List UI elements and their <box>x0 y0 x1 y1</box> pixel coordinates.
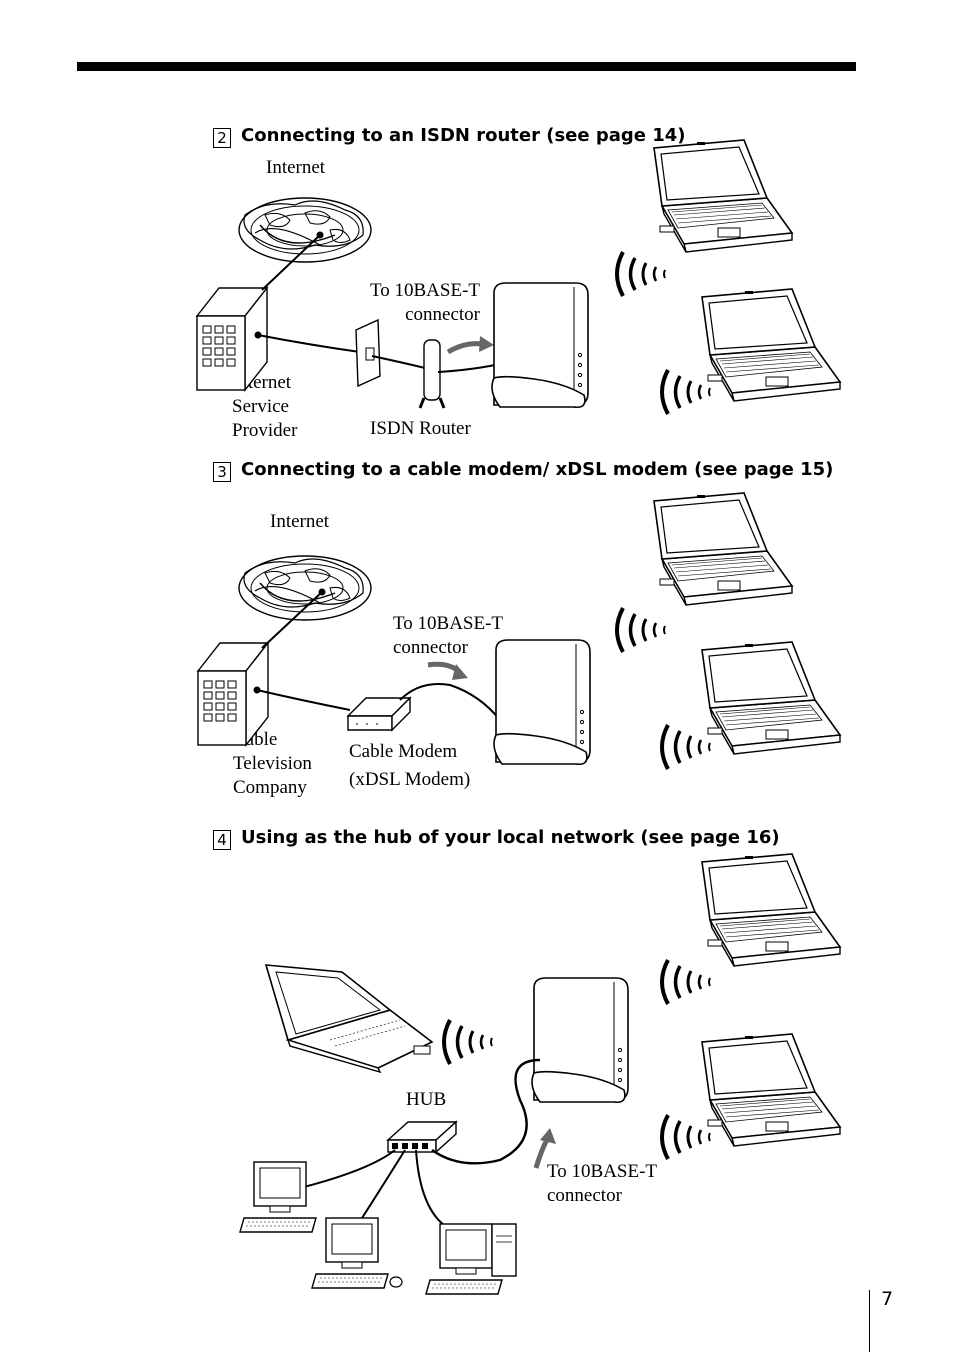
s4-diagram <box>239 853 841 1295</box>
page-number: 7 <box>881 1288 894 1310</box>
s4-waves-left-icon <box>442 1018 494 1066</box>
s4-desktop-1-icon <box>239 1161 317 1233</box>
section-3-number: 3 <box>213 462 231 482</box>
s4-hub-label: HUB <box>406 1089 447 1110</box>
s3-connector-label: To 10BASE-T connector <box>393 613 504 658</box>
s4-connector-label: To 10BASE-T connector <box>547 1161 658 1206</box>
s3-internet-label: Internet <box>270 511 330 532</box>
section-3-heading: Connecting to a cable modem/ xDSL modem … <box>241 459 834 480</box>
s4-large-laptop-icon <box>264 964 434 1074</box>
s4-laptop-1-icon <box>701 853 841 967</box>
section-3-title: 3 Connecting to a cable modem/ xDSL modem… <box>213 459 833 482</box>
s2-internet-label: Internet <box>266 157 326 178</box>
s2-diagram <box>196 139 841 416</box>
section-4-number: 4 <box>213 830 231 850</box>
section-2-heading: Connecting to an ISDN router (see page 1… <box>241 125 686 146</box>
s4-waves-1-icon <box>660 958 712 1006</box>
s4-station-icon <box>531 977 629 1104</box>
top-rule <box>77 62 856 71</box>
s4-mouse-icon <box>389 1276 403 1288</box>
s2-connector-label: To 10BASE-T connector <box>369 280 480 325</box>
s4-desktop-2-icon <box>311 1217 389 1289</box>
section-4-title: 4 Using as the hub of your local network … <box>213 827 780 850</box>
s4-waves-2-icon <box>660 1113 712 1161</box>
s3-diagram <box>197 492 841 771</box>
s2-device-label: ISDN Router <box>370 418 471 439</box>
section-2-number: 2 <box>213 128 231 148</box>
s4-hub-icon <box>386 1120 458 1154</box>
s4-laptop-2-icon <box>701 1033 841 1147</box>
section-4-heading: Using as the hub of your local network (… <box>241 827 780 848</box>
page-edge-rule <box>869 1290 870 1352</box>
section-2-title: 2 Connecting to an ISDN router (see page … <box>213 125 686 148</box>
s4-desktop-3-icon <box>425 1223 503 1295</box>
s3-device-label: Cable Modem (xDSL Modem) <box>349 741 471 790</box>
s2-isdn-router-icon <box>423 339 441 401</box>
s4-tower-icon <box>491 1223 517 1277</box>
